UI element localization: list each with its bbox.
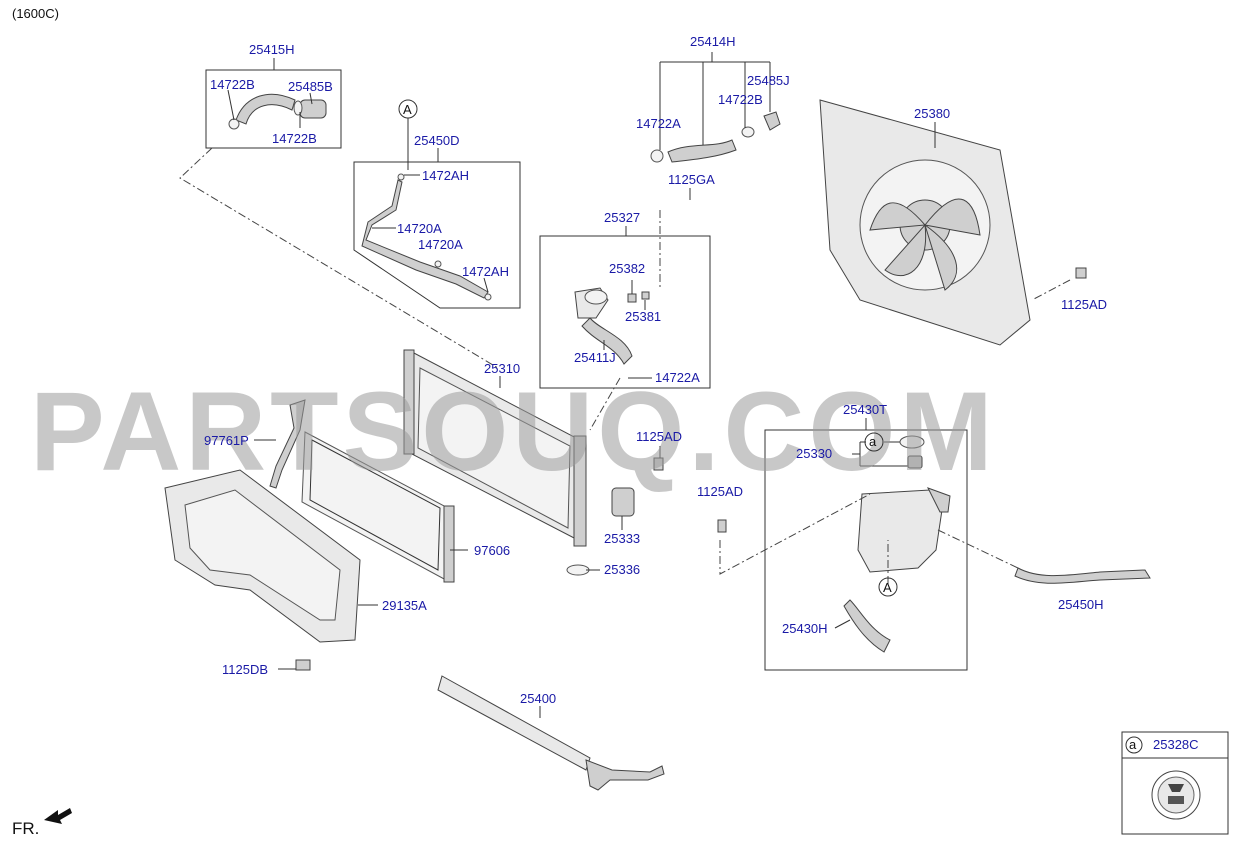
callout-A-bottom-label: A bbox=[883, 580, 892, 595]
oil-cooler-drawing bbox=[437, 675, 665, 791]
thermostat-housing-drawing bbox=[574, 287, 650, 365]
part-29135a[interactable]: 29135A bbox=[382, 598, 427, 613]
part-14722a-top[interactable]: 14722A bbox=[636, 116, 681, 131]
part-1125ad-lower[interactable]: 1125AD bbox=[697, 484, 743, 499]
watermark-text: PARTSOUQ.COM bbox=[30, 369, 997, 494]
part-1472ah-top[interactable]: 1472AH bbox=[422, 168, 469, 183]
engine-label: (1600C) bbox=[12, 6, 59, 21]
front-direction-label: FR. bbox=[12, 819, 39, 838]
part-14722b-right[interactable]: 14722B bbox=[718, 92, 763, 107]
upper-hose-drawing bbox=[228, 93, 327, 130]
part-25382[interactable]: 25382 bbox=[609, 261, 645, 276]
part-1125db[interactable]: 1125DB bbox=[222, 662, 268, 677]
part-25450h[interactable]: 25450H bbox=[1058, 597, 1104, 612]
dashed-reference-lines bbox=[179, 147, 1071, 584]
part-25381[interactable]: 25381 bbox=[625, 309, 661, 324]
part-25485b[interactable]: 25485B bbox=[288, 79, 333, 94]
part-14720a-1[interactable]: 14720A bbox=[397, 221, 442, 236]
reservoir-hose-drawing bbox=[1014, 567, 1151, 584]
part-25415h[interactable]: 25415H bbox=[249, 42, 295, 57]
part-25414h[interactable]: 25414H bbox=[690, 34, 736, 49]
front-arrow-icon bbox=[44, 808, 72, 824]
legend-marker-label: a bbox=[1129, 737, 1137, 752]
part-14722a-mid[interactable]: 14722A bbox=[655, 370, 700, 385]
part-14722b-left[interactable]: 14722B bbox=[210, 77, 255, 92]
part-1125ad-mid[interactable]: 1125AD bbox=[636, 429, 682, 444]
radiator-drawing bbox=[403, 349, 587, 547]
part-25310[interactable]: 25310 bbox=[484, 361, 520, 376]
callout-circle-a bbox=[864, 432, 884, 452]
part-25430h[interactable]: 25430H bbox=[782, 621, 828, 636]
part-25430t[interactable]: 25430T bbox=[843, 402, 887, 417]
part-1125ad-right[interactable]: 1125AD bbox=[1061, 297, 1107, 312]
part-25450d[interactable]: 25450D bbox=[414, 133, 460, 148]
box-25327 bbox=[539, 235, 711, 389]
part-25333[interactable]: 25333 bbox=[604, 531, 640, 546]
box-25450d bbox=[353, 161, 521, 309]
callout-circle-A-top bbox=[398, 99, 418, 119]
cap-warning-icon bbox=[1151, 770, 1201, 820]
part-25485j[interactable]: 25485J bbox=[747, 73, 790, 88]
part-25330[interactable]: 25330 bbox=[796, 446, 832, 461]
part-14722b-bottom[interactable]: 14722B bbox=[272, 131, 317, 146]
filler-neck-drawing bbox=[566, 457, 664, 576]
part-14720a-2[interactable]: 14720A bbox=[418, 237, 463, 252]
part-97761p[interactable]: 97761P bbox=[204, 433, 249, 448]
part-1125ga[interactable]: 1125GA bbox=[668, 172, 715, 187]
callout-circle-A-bottom bbox=[878, 577, 898, 597]
part-25411j[interactable]: 25411J bbox=[574, 350, 616, 365]
part-25327[interactable]: 25327 bbox=[604, 210, 640, 225]
leader-lines bbox=[227, 52, 936, 718]
front-end-carrier-drawing bbox=[164, 469, 361, 671]
part-25400[interactable]: 25400 bbox=[520, 691, 556, 706]
lower-hose-drawing bbox=[650, 111, 781, 163]
legend-box bbox=[1121, 731, 1229, 835]
legend-circle-a bbox=[1125, 736, 1143, 754]
legend-part-label[interactable]: 25328C bbox=[1153, 737, 1199, 752]
callout-A-top-label: A bbox=[403, 102, 412, 117]
ac-pipe-drawing bbox=[269, 399, 306, 489]
callout-a-label: a bbox=[869, 434, 877, 449]
fan-shroud-drawing bbox=[819, 99, 1087, 346]
part-97606[interactable]: 97606 bbox=[474, 543, 510, 558]
condenser-drawing bbox=[301, 431, 455, 583]
part-1472ah-bottom[interactable]: 1472AH bbox=[462, 264, 509, 279]
part-25336[interactable]: 25336 bbox=[604, 562, 640, 577]
part-25380[interactable]: 25380 bbox=[914, 106, 950, 121]
reservoir-tank-drawing bbox=[717, 435, 951, 653]
